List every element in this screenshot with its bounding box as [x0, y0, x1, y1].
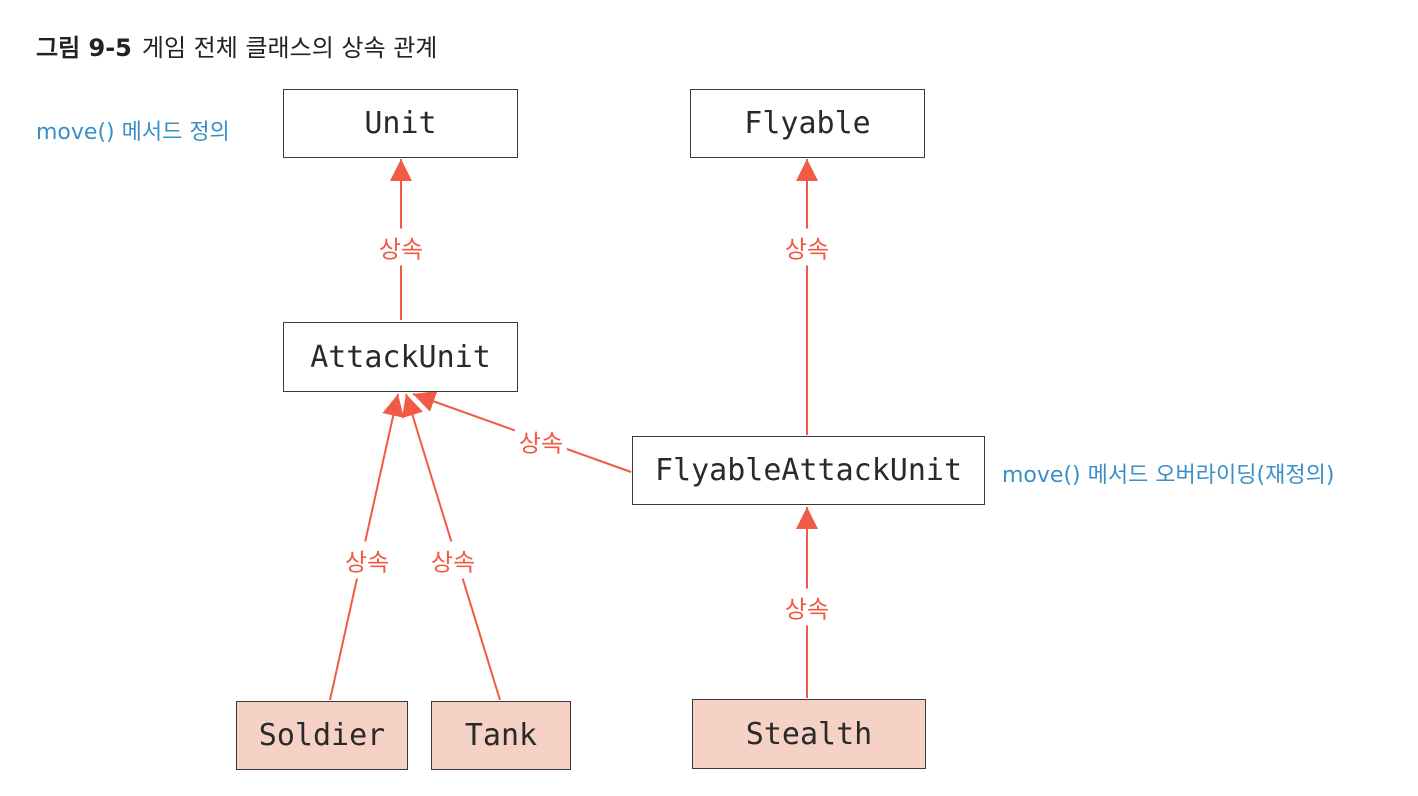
annotation-flyableattackunit-move-override: move() 메서드 오버라이딩(재정의): [1002, 463, 1335, 488]
edge-label-flyableattackunit-attackunit: 상속: [514, 422, 568, 460]
class-flyableattackunit: FlyableAttackUnit: [632, 436, 985, 505]
class-unit: Unit: [283, 89, 518, 158]
figure-number: 그림 9-5: [36, 34, 132, 62]
class-attackunit: AttackUnit: [283, 322, 518, 392]
annotation-unit-move-definition: move() 메서드 정의: [36, 120, 230, 145]
figure-title: 그림 9-5 게임 전체 클래스의 상속 관계: [36, 28, 437, 63]
figure-caption: 게임 전체 클래스의 상속 관계: [141, 34, 438, 62]
class-stealth: Stealth: [692, 699, 926, 769]
edge-label-flyableattackunit-flyable: 상속: [780, 228, 834, 266]
class-tank: Tank: [431, 701, 571, 770]
edge-label-tank-attackunit: 상속: [426, 541, 480, 579]
edge-label-attackunit-unit: 상속: [374, 228, 428, 266]
edge-label-soldier-attackunit: 상속: [340, 541, 394, 579]
class-flyable: Flyable: [690, 89, 925, 158]
edge-label-stealth-flyableattackunit: 상속: [780, 588, 834, 626]
class-soldier: Soldier: [236, 701, 408, 770]
